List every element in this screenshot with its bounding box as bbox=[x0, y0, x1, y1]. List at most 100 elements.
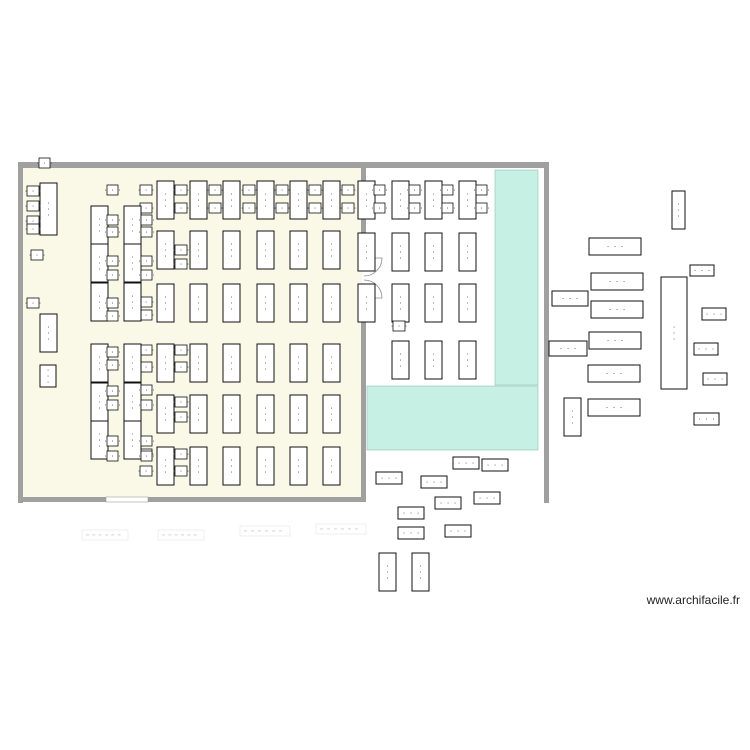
side-zone-vertical bbox=[494, 169, 539, 386]
table-tick-marks bbox=[440, 502, 456, 504]
table-tick-marks bbox=[165, 296, 166, 310]
table-tick-marks bbox=[433, 353, 434, 367]
table-tick-marks bbox=[387, 565, 388, 579]
table-tick-marks bbox=[25, 302, 41, 304]
table-tick-marks bbox=[467, 296, 468, 310]
table-tick-marks bbox=[433, 245, 434, 259]
table-tick-marks bbox=[265, 407, 266, 421]
table-tick-marks bbox=[173, 453, 189, 455]
table-tick-marks bbox=[673, 326, 675, 340]
table-tick-marks bbox=[132, 356, 133, 370]
table-tick-marks bbox=[139, 231, 154, 233]
table-tick-marks bbox=[467, 245, 468, 259]
caption-glyph bbox=[334, 528, 337, 530]
table-tick-marks bbox=[606, 407, 622, 408]
table-tick-marks bbox=[105, 274, 120, 276]
table-tick-marks bbox=[198, 356, 199, 370]
caption-glyph bbox=[327, 528, 330, 530]
table-tick-marks bbox=[381, 477, 397, 479]
table-tick-marks bbox=[572, 410, 573, 424]
table-tick-marks bbox=[607, 340, 623, 341]
table-tick-marks bbox=[699, 418, 714, 420]
table-tick-marks bbox=[433, 193, 434, 207]
table-tick-marks bbox=[105, 219, 120, 221]
table-tick-marks bbox=[340, 189, 356, 191]
table-tick-marks bbox=[132, 433, 133, 447]
wall-top bbox=[18, 162, 549, 168]
table-tick-marks bbox=[440, 207, 455, 209]
table-tick-marks bbox=[694, 270, 710, 271]
table-tick-marks bbox=[298, 459, 299, 473]
table-tick-marks bbox=[440, 189, 455, 191]
double-door[interactable] bbox=[363, 257, 383, 299]
table-tick-marks bbox=[450, 530, 466, 532]
entrance-door[interactable] bbox=[105, 496, 149, 503]
table-tick-marks bbox=[173, 366, 189, 368]
table-tick-marks bbox=[298, 193, 299, 207]
caption-strip bbox=[239, 525, 291, 537]
table-tick-marks bbox=[207, 207, 223, 209]
caption-glyph bbox=[98, 534, 102, 536]
table-tick-marks bbox=[407, 207, 422, 209]
table-tick-marks bbox=[25, 205, 41, 207]
caption-glyph bbox=[168, 534, 172, 536]
caption-strip bbox=[157, 529, 205, 541]
table-tick-marks bbox=[372, 207, 387, 209]
table-tick-marks bbox=[139, 219, 154, 221]
table-tick-marks bbox=[231, 193, 232, 207]
table-tick-marks bbox=[139, 274, 154, 276]
caption-glyph bbox=[265, 530, 268, 532]
table-tick-marks bbox=[678, 203, 679, 217]
table-tick-marks bbox=[560, 348, 576, 349]
table-tick-marks bbox=[105, 302, 120, 304]
table-tick-marks bbox=[307, 189, 323, 191]
table-tick-marks bbox=[331, 356, 332, 370]
table-tick-marks bbox=[48, 326, 49, 340]
table-tick-marks bbox=[99, 356, 100, 370]
table-tick-marks bbox=[372, 189, 387, 191]
table-tick-marks bbox=[231, 296, 232, 310]
table-tick-marks bbox=[298, 243, 299, 257]
caption-glyph bbox=[187, 534, 191, 536]
table-tick-marks bbox=[165, 407, 166, 421]
caption-glyph bbox=[258, 530, 261, 532]
table-tick-marks bbox=[231, 459, 232, 473]
table-tick-marks bbox=[105, 315, 120, 317]
table-tick-marks bbox=[606, 373, 622, 374]
caption-glyph bbox=[193, 534, 197, 536]
table-tick-marks bbox=[132, 218, 133, 232]
table-tick-marks bbox=[340, 207, 356, 209]
floor-zones bbox=[22, 166, 539, 499]
table-tick-marks bbox=[105, 440, 120, 442]
table-tick-marks bbox=[25, 228, 41, 230]
table-tick-marks bbox=[165, 243, 166, 257]
caption-glyph bbox=[111, 534, 115, 536]
table-tick-marks bbox=[99, 218, 100, 232]
wall-partition-lower bbox=[361, 318, 366, 502]
table-tick-marks bbox=[139, 440, 154, 442]
table-tick-marks bbox=[173, 263, 189, 265]
table-tick-marks bbox=[407, 189, 422, 191]
table-tick-marks bbox=[467, 353, 468, 367]
caption-glyph bbox=[92, 534, 96, 536]
table-tick-marks bbox=[391, 325, 407, 327]
table-tick-marks bbox=[366, 193, 367, 207]
table-tick-marks bbox=[198, 193, 199, 207]
table-tick-marks bbox=[139, 260, 154, 262]
table-tick-marks bbox=[298, 296, 299, 310]
table-tick-marks bbox=[29, 254, 45, 256]
table-tick-marks bbox=[139, 389, 154, 391]
table-tick-marks bbox=[331, 193, 332, 207]
table-tick-marks bbox=[198, 296, 199, 310]
table-tick-marks bbox=[420, 565, 421, 579]
caption-glyph bbox=[355, 528, 358, 530]
table-tick-marks bbox=[105, 390, 120, 392]
tables-layer bbox=[25, 157, 728, 592]
table-tick-marks bbox=[331, 296, 332, 310]
table-tick-marks bbox=[609, 281, 625, 282]
table-tick-marks bbox=[400, 245, 401, 259]
caption-glyph bbox=[348, 528, 351, 530]
table-tick-marks bbox=[562, 298, 578, 299]
caption-glyph bbox=[162, 534, 165, 536]
